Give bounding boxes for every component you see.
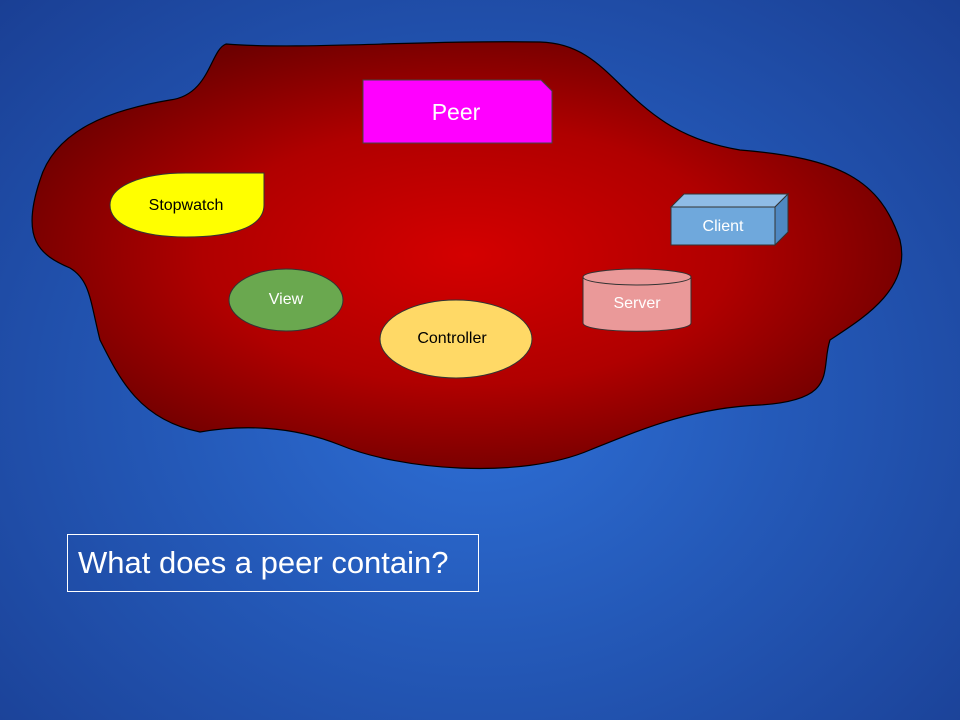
peer-container-blob bbox=[31, 41, 903, 470]
server-top bbox=[582, 268, 692, 286]
view-shape bbox=[228, 268, 344, 332]
peer-shape bbox=[362, 79, 553, 144]
peer-node: Peer bbox=[362, 79, 553, 144]
stopwatch-node: Stopwatch bbox=[109, 172, 265, 238]
controller-node: Controller bbox=[379, 299, 533, 379]
client-node: Client bbox=[669, 192, 790, 247]
controller-shape bbox=[379, 299, 533, 379]
view-node: View bbox=[228, 268, 344, 332]
question-text: What does a peer contain? bbox=[78, 545, 449, 580]
stopwatch-shape bbox=[109, 172, 265, 238]
server-label: Server bbox=[613, 295, 661, 312]
server-node: Server bbox=[582, 268, 692, 332]
question-text-box: What does a peer contain? bbox=[67, 534, 479, 592]
peer-label: Peer bbox=[432, 99, 481, 125]
client-front-face bbox=[670, 206, 776, 246]
server-body bbox=[582, 276, 692, 332]
client-top-face bbox=[669, 193, 790, 208]
controller-label: Controller bbox=[417, 330, 487, 347]
client-label: Client bbox=[703, 218, 744, 235]
stopwatch-label: Stopwatch bbox=[149, 197, 224, 214]
view-label: View bbox=[269, 291, 304, 308]
